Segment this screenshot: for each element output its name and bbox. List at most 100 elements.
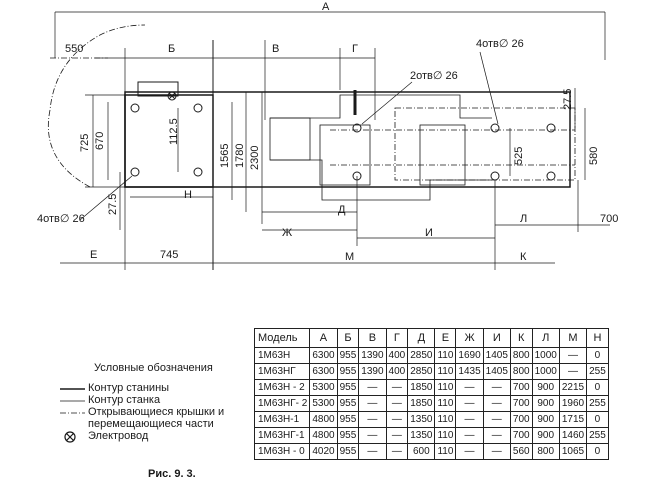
value-cell: 1350 [407, 411, 436, 428]
value-cell: 110 [434, 427, 457, 444]
value-cell: 700 [509, 411, 533, 428]
dim-112: 112.5 [168, 118, 180, 145]
electric-drive-icon [64, 431, 76, 443]
thin-line-icon [60, 400, 85, 402]
legend-label: Электровод [88, 430, 149, 442]
value-cell: 110 [434, 363, 457, 380]
value-cell: 900 [531, 427, 560, 444]
value-cell: 1405 [482, 363, 511, 380]
value-cell: 110 [434, 379, 457, 396]
value-cell: 0 [586, 347, 609, 364]
value-cell: 1850 [407, 395, 436, 412]
value-cell: — [455, 443, 484, 460]
value-cell: — [385, 395, 409, 412]
value-cell: 4020 [309, 443, 338, 460]
value-cell: — [558, 347, 588, 364]
legend-label: Контур станины [88, 382, 170, 394]
value-cell: — [455, 395, 484, 412]
dim-550: 550 [65, 43, 83, 55]
value-cell: 5300 [309, 379, 338, 396]
dim-A: А [322, 1, 330, 13]
value-cell: 1390 [358, 347, 387, 364]
col-header: И [482, 328, 511, 348]
value-cell: — [358, 443, 387, 460]
value-cell: 955 [336, 363, 360, 380]
col-header: Ж [455, 328, 484, 348]
value-cell: 6300 [309, 347, 338, 364]
col-header: Г [385, 328, 409, 348]
value-cell: 110 [434, 347, 457, 364]
value-cell: 4800 [309, 411, 338, 428]
value-cell: 955 [336, 411, 360, 428]
dim-525: 525 [513, 147, 525, 165]
value-cell: 955 [336, 379, 360, 396]
value-cell: 800 [509, 347, 533, 364]
dim-M: М [345, 251, 354, 263]
legend-label: Контур станка [88, 394, 161, 406]
dim-1780: 1780 [234, 144, 246, 168]
value-cell: 110 [434, 443, 457, 460]
value-cell: 955 [336, 427, 360, 444]
value-cell: — [358, 427, 387, 444]
dim-ZH: Ж [282, 227, 292, 239]
col-header: Модель [253, 328, 311, 348]
model-cell: 1М63Н-1 [253, 411, 311, 428]
value-cell: — [358, 411, 387, 428]
value-cell: 110 [434, 411, 457, 428]
value-cell: — [482, 395, 511, 412]
value-cell: 2850 [407, 363, 436, 380]
col-header: К [509, 328, 533, 348]
col-header: Л [531, 328, 560, 348]
col-header: Б [336, 328, 360, 348]
value-cell: 900 [531, 395, 560, 412]
dim-I: И [425, 227, 433, 239]
value-cell: 1350 [407, 427, 436, 444]
model-cell: 1М63НГ [253, 363, 311, 380]
dim-1565: 1565 [219, 144, 231, 168]
value-cell: 0 [586, 379, 609, 396]
model-cell: 1М63НГ-1 [253, 427, 311, 444]
dim-745: 745 [160, 249, 178, 261]
figure-caption: Рис. 9. 3. [148, 468, 196, 480]
machine-foundation-drawing: А 550 Б В Г 4отв∅ 26 2отв∅ 26 Н Д Ж И Л … [37, 1, 618, 270]
value-cell: 955 [336, 395, 360, 412]
dim-27-left: 27.5 [107, 194, 119, 215]
col-header: Н [586, 328, 609, 348]
value-cell: 400 [385, 347, 409, 364]
value-cell: 1405 [482, 347, 511, 364]
value-cell: 255 [586, 395, 609, 412]
value-cell: 1435 [455, 363, 484, 380]
value-cell: 1000 [531, 347, 560, 364]
dim-B: Б [168, 43, 175, 55]
dim-27-right: 27.5 [562, 89, 574, 110]
dim-670: 670 [94, 132, 106, 150]
dash-dot-line-icon [60, 412, 85, 414]
value-cell: 955 [336, 347, 360, 364]
dim-E: Е [90, 249, 97, 261]
value-cell: 1390 [358, 363, 387, 380]
value-cell: — [385, 427, 409, 444]
solid-line-icon [60, 388, 85, 390]
value-cell: 1065 [558, 443, 588, 460]
value-cell: 800 [531, 443, 560, 460]
value-cell: 1690 [455, 347, 484, 364]
model-cell: 1М63Н - 0 [253, 443, 311, 460]
value-cell: 1960 [558, 395, 588, 412]
value-cell: 0 [586, 443, 609, 460]
dim-G: Г [352, 43, 358, 55]
value-cell: 2215 [558, 379, 588, 396]
col-header: М [558, 328, 588, 348]
dim-K: К [520, 251, 527, 263]
value-cell: — [385, 411, 409, 428]
value-cell: 700 [509, 379, 533, 396]
value-cell: — [482, 379, 511, 396]
col-header: Е [434, 328, 457, 348]
model-cell: 1М63Н [253, 347, 311, 364]
value-cell: 900 [531, 379, 560, 396]
col-header: В [358, 328, 387, 348]
value-cell: — [385, 379, 409, 396]
